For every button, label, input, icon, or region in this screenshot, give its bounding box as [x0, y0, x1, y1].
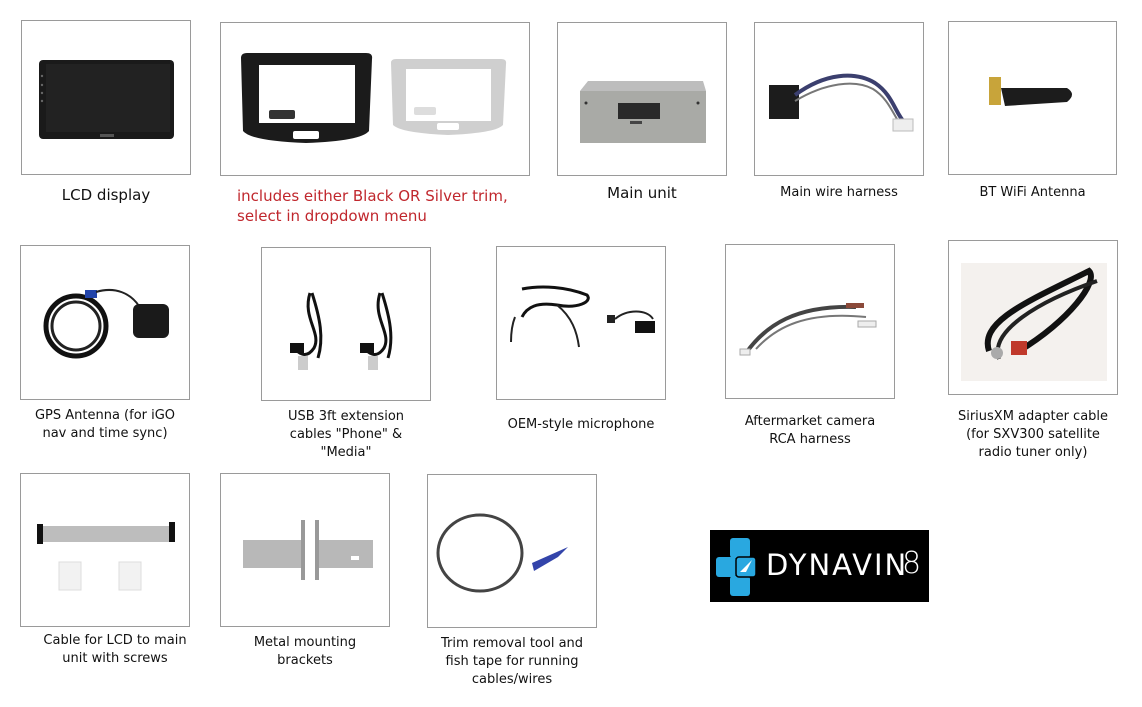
lcd-cable-image: [20, 473, 190, 627]
siriusxm-cable-caption-line2: (for SXV300 satellite: [966, 427, 1100, 442]
lcd-cable-caption-line1: Cable for LCD to main: [43, 633, 187, 648]
bt-wifi-antenna-image: [948, 21, 1117, 175]
siriusxm-cable-caption-line3: radio tuner only): [978, 445, 1088, 460]
navigation-cross-icon: [716, 538, 757, 596]
trim-tool-caption-line2: fish tape for running: [445, 654, 579, 669]
camera-rca-harness-image: [725, 244, 895, 399]
usb-extension-caption-line2: cables "Phone" &: [289, 427, 403, 442]
mounting-brackets-caption-line1: Metal mounting: [253, 635, 357, 650]
usb-extension-caption-line1: USB 3ft extension: [287, 409, 405, 424]
main-wire-harness-image: [754, 22, 924, 176]
lcd-display-image: [21, 20, 191, 175]
dynavin-logo: DYNAVIN 8: [710, 530, 929, 602]
logo-brand-text: DYNAVIN: [766, 548, 909, 582]
trim-tool-image: [427, 474, 597, 628]
mounting-brackets-image: [220, 473, 390, 627]
siriusxm-cable-caption-line1: SiriusXM adapter cable: [957, 409, 1109, 424]
main-wire-harness-caption: Main wire harness: [780, 185, 898, 200]
logo-model-text: 8: [902, 546, 922, 581]
camera-rca-harness-caption-line1: Aftermarket camera: [744, 414, 876, 429]
camera-rca-harness-caption-line2: RCA harness: [769, 432, 851, 447]
trim-tool-caption-line1: Trim removal tool and: [440, 636, 584, 651]
mounting-brackets-caption-line2: brackets: [277, 653, 333, 668]
trim-tool-caption-line3: cables/wires: [471, 672, 553, 687]
lcd-display-caption: LCD display: [61, 186, 151, 204]
main-unit-image: [557, 22, 727, 176]
trim-note-line1: includes either Black OR Silver trim,: [237, 187, 508, 205]
trim-bezel-image: [220, 22, 530, 176]
oem-microphone-caption: OEM-style microphone: [507, 417, 655, 432]
bt-wifi-antenna-caption: BT WiFi Antenna: [979, 185, 1086, 200]
trim-note-line2: select in dropdown menu: [237, 207, 427, 225]
gps-antenna-caption-line1: GPS Antenna (for iGO: [34, 408, 176, 423]
usb-extension-caption-line3: "Media": [320, 445, 372, 460]
gps-antenna-caption-line2: nav and time sync): [42, 426, 168, 441]
main-unit-caption: Main unit: [607, 184, 677, 202]
gps-antenna-image: [20, 245, 190, 400]
siriusxm-cable-image: [948, 240, 1118, 395]
oem-microphone-image: [496, 246, 666, 400]
lcd-cable-caption-line2: unit with screws: [62, 651, 168, 666]
usb-extension-image: [261, 247, 431, 401]
